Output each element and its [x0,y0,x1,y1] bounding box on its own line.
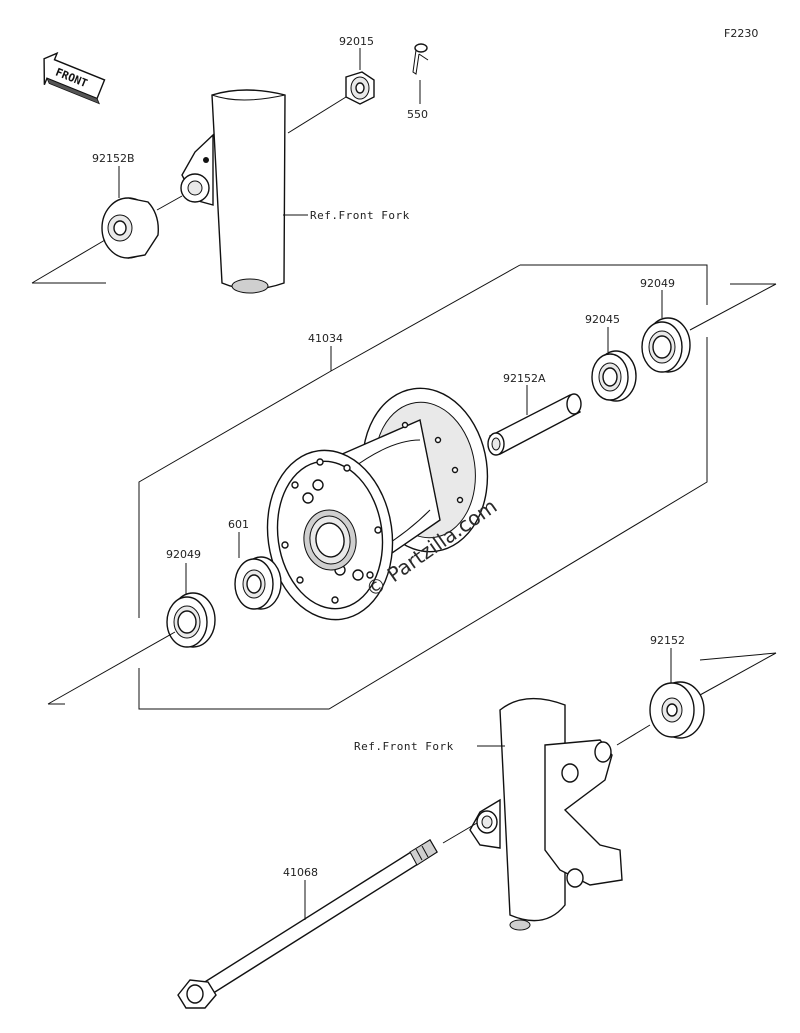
bearing-92045 [591,350,637,402]
callout-92045: 92045 [585,313,620,326]
figure-code: F2230 [724,27,758,40]
collar-92152B [101,197,159,259]
callout-92049-left: 92049 [166,548,201,561]
hub-41034 [266,387,489,621]
front-direction-arrow: FRONT [43,51,106,105]
upper-front-fork [180,89,286,294]
callout-550: 550 [407,108,428,121]
nut-92015 [345,71,375,105]
callout-92152B: 92152B [92,152,135,165]
callout-92152: 92152 [650,634,685,647]
callout-92015: 92015 [339,35,374,48]
collar-92152 [649,681,705,739]
bearing-601 [234,556,282,610]
ref-front-fork-upper-label: Ref.Front Fork [310,209,410,222]
callout-601: 601 [228,518,249,531]
spacer-92152A [487,393,582,456]
axle-41068 [177,839,438,1009]
callout-92049-right: 92049 [640,277,675,290]
oil-seal-92049-left [166,592,216,648]
cotter-pin-550 [412,43,429,75]
ref-front-fork-lower-label: Ref.Front Fork [354,740,454,753]
oil-seal-92049-right [641,317,691,373]
callout-92152A: 92152A [503,372,546,385]
callout-41068: 41068 [283,866,318,879]
callout-41034: 41034 [308,332,343,345]
lower-front-fork [469,697,623,931]
